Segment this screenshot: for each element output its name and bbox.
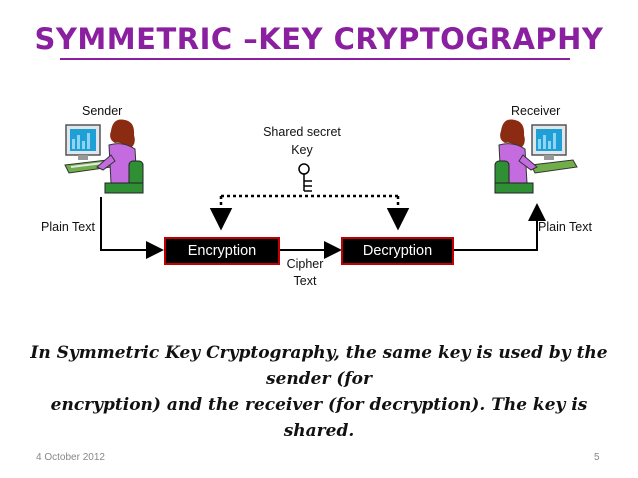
footer-date: 4 October 2012: [36, 452, 105, 463]
caption-line-2: encryption) and the receiver (for decryp…: [50, 395, 588, 441]
slide-title: SYMMETRIC –KEY CRYPTOGRAPHY: [34, 22, 604, 56]
receiver-person-icon: [494, 119, 578, 194]
sender-label: Sender: [82, 104, 123, 118]
cipher-text-label-2: Text: [293, 274, 317, 288]
caption: In Symmetric Key Cryptography, the same …: [30, 340, 608, 444]
arrow-decryption-to-receiver: [452, 203, 546, 251]
page-number: 5: [594, 452, 600, 463]
encryption-box: Encryption: [164, 237, 280, 265]
decryption-box: Decryption: [341, 237, 454, 265]
plain-text-left-label: Plain Text: [41, 220, 95, 234]
plain-text-right-label: Plain Text: [538, 220, 592, 234]
key-icon: [298, 163, 312, 192]
receiver-label: Receiver: [511, 104, 561, 118]
shared-key-label-2: Key: [291, 143, 313, 157]
shared-key-label-1: Shared secret: [263, 125, 341, 139]
caption-line-1: In Symmetric Key Cryptography, the same …: [30, 343, 608, 389]
cipher-text-label-1: Cipher: [286, 257, 324, 271]
arrow-sender-to-encryption: [100, 197, 164, 259]
sender-person-icon: [64, 119, 144, 194]
title-underline: [60, 58, 570, 60]
